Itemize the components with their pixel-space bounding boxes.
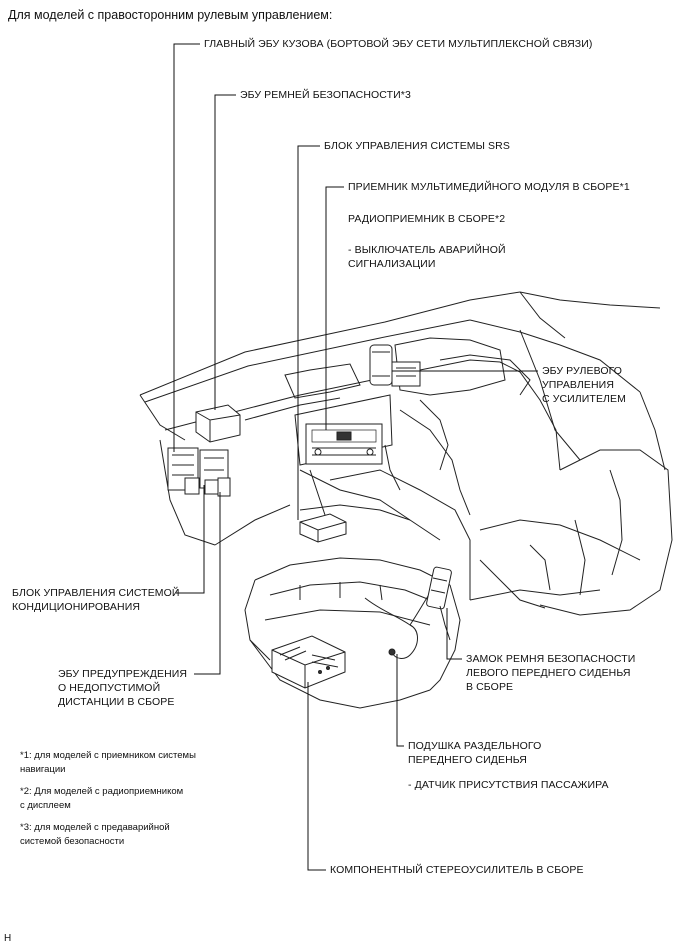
label-ac-unit: БЛОК УПРАВЛЕНИЯ СИСТЕМОЙ КОНДИЦИОНИРОВАН… bbox=[12, 586, 180, 614]
label-seatbelt-buckle: ЗАМОК РЕМНЯ БЕЗОПАСНОСТИ ЛЕВОГО ПЕРЕДНЕГ… bbox=[466, 652, 635, 694]
leader-seatbelt-ecu bbox=[214, 94, 236, 410]
leader-ac-unit bbox=[176, 485, 205, 594]
leader-body-ecu bbox=[173, 43, 200, 452]
label-ac-unit-line1: БЛОК УПРАВЛЕНИЯ СИСТЕМОЙ bbox=[12, 587, 180, 599]
footnote-2: *2: Для моделей с радиоприемником с дисп… bbox=[20, 785, 183, 813]
leader-buckle bbox=[446, 608, 462, 660]
footnote-3-line2: системой безопасности bbox=[20, 836, 125, 847]
label-seat-cushion-line2: ПЕРЕДНЕГО СИДЕНЬЯ bbox=[408, 754, 527, 766]
footnote-2-line1: *2: Для моделей с радиоприемником bbox=[20, 786, 184, 797]
footnote-1-line2: навигации bbox=[20, 764, 66, 775]
label-srs-unit: БЛОК УПРАВЛЕНИЯ СИСТЕМЫ SRS bbox=[324, 140, 510, 152]
label-buckle-line2: ЛЕВОГО ПЕРЕДНЕГО СИДЕНЬЯ bbox=[466, 667, 631, 679]
label-multimedia-receiver: ПРИЕМНИК МУЛЬТИМЕДИЙНОГО МОДУЛЯ В СБОРЕ*… bbox=[348, 181, 630, 193]
label-amplifier: КОМПОНЕНТНЫЙ СТЕРЕОУСИЛИТЕЛЬ В СБОРЕ bbox=[330, 864, 584, 876]
leader-srs-unit bbox=[297, 145, 320, 520]
label-radio-receiver: РАДИОПРИЕМНИК В СБОРЕ*2 bbox=[348, 213, 506, 225]
label-body-ecu: ГЛАВНЫЙ ЭБУ КУЗОВА (БОРТОВОЙ ЭБУ СЕТИ МУ… bbox=[204, 38, 593, 50]
label-distance-ecu-line1: ЭБУ ПРЕДУПРЕЖДЕНИЯ bbox=[58, 668, 188, 680]
footnote-2-line2: с дисплеем bbox=[20, 800, 71, 811]
label-eps-ecu-line3: С УСИЛИТЕЛЕМ bbox=[542, 393, 626, 405]
label-eps-ecu-line1: ЭБУ РУЛЕВОГО bbox=[542, 365, 623, 377]
footnote-1-line1: *1: для моделей с приемником системы bbox=[20, 750, 196, 761]
label-distance-ecu-line3: ДИСТАНЦИИ В СБОРЕ bbox=[58, 696, 175, 708]
label-eps-ecu: ЭБУ РУЛЕВОГО УПРАВЛЕНИЯ С УСИЛИТЕЛЕМ bbox=[542, 364, 626, 406]
label-seat-cushion-line1: ПОДУШКА РАЗДЕЛЬНОГО bbox=[408, 740, 542, 752]
page-title: Для моделей с правосторонним рулевым упр… bbox=[8, 8, 333, 22]
label-buckle-line1: ЗАМОК РЕМНЯ БЕЗОПАСНОСТИ bbox=[466, 653, 636, 665]
label-hazard-switch-line1: - ВЫКЛЮЧАТЕЛЬ АВАРИЙНОЙ bbox=[348, 244, 506, 256]
label-hazard-switch-line2: СИГНАЛИЗАЦИИ bbox=[348, 258, 436, 270]
footnote-3-line1: *3: для моделей с предаварийной bbox=[20, 822, 170, 833]
label-seat-cushion: ПОДУШКА РАЗДЕЛЬНОГО ПЕРЕДНЕГО СИДЕНЬЯ bbox=[408, 739, 541, 767]
figure-code: H bbox=[4, 933, 12, 944]
label-distance-ecu-line2: О НЕДОПУСТИМОЙ bbox=[58, 682, 161, 694]
footnote-1: *1: для моделей с приемником системы нав… bbox=[20, 749, 196, 777]
label-eps-ecu-line2: УПРАВЛЕНИЯ bbox=[542, 379, 615, 391]
label-buckle-line3: В СБОРЕ bbox=[466, 681, 514, 693]
label-ac-unit-line2: КОНДИЦИОНИРОВАНИЯ bbox=[12, 601, 141, 613]
footnote-3: *3: для моделей с предаварийной системой… bbox=[20, 821, 170, 849]
label-occupant-sensor: - ДАТЧИК ПРИСУТСТВИЯ ПАССАЖИРА bbox=[408, 779, 609, 791]
label-hazard-switch: - ВЫКЛЮЧАТЕЛЬ АВАРИЙНОЙ СИГНАЛИЗАЦИИ bbox=[348, 243, 506, 271]
label-distance-ecu: ЭБУ ПРЕДУПРЕЖДЕНИЯ О НЕДОПУСТИМОЙ ДИСТАН… bbox=[58, 667, 187, 709]
leader-amplifier bbox=[307, 682, 326, 871]
leader-distance-ecu bbox=[194, 492, 221, 675]
label-seatbelt-ecu: ЭБУ РЕМНЕЙ БЕЗОПАСНОСТИ*3 bbox=[240, 89, 411, 101]
leader-seat-cushion bbox=[396, 654, 404, 747]
leader-multimedia bbox=[325, 186, 344, 430]
